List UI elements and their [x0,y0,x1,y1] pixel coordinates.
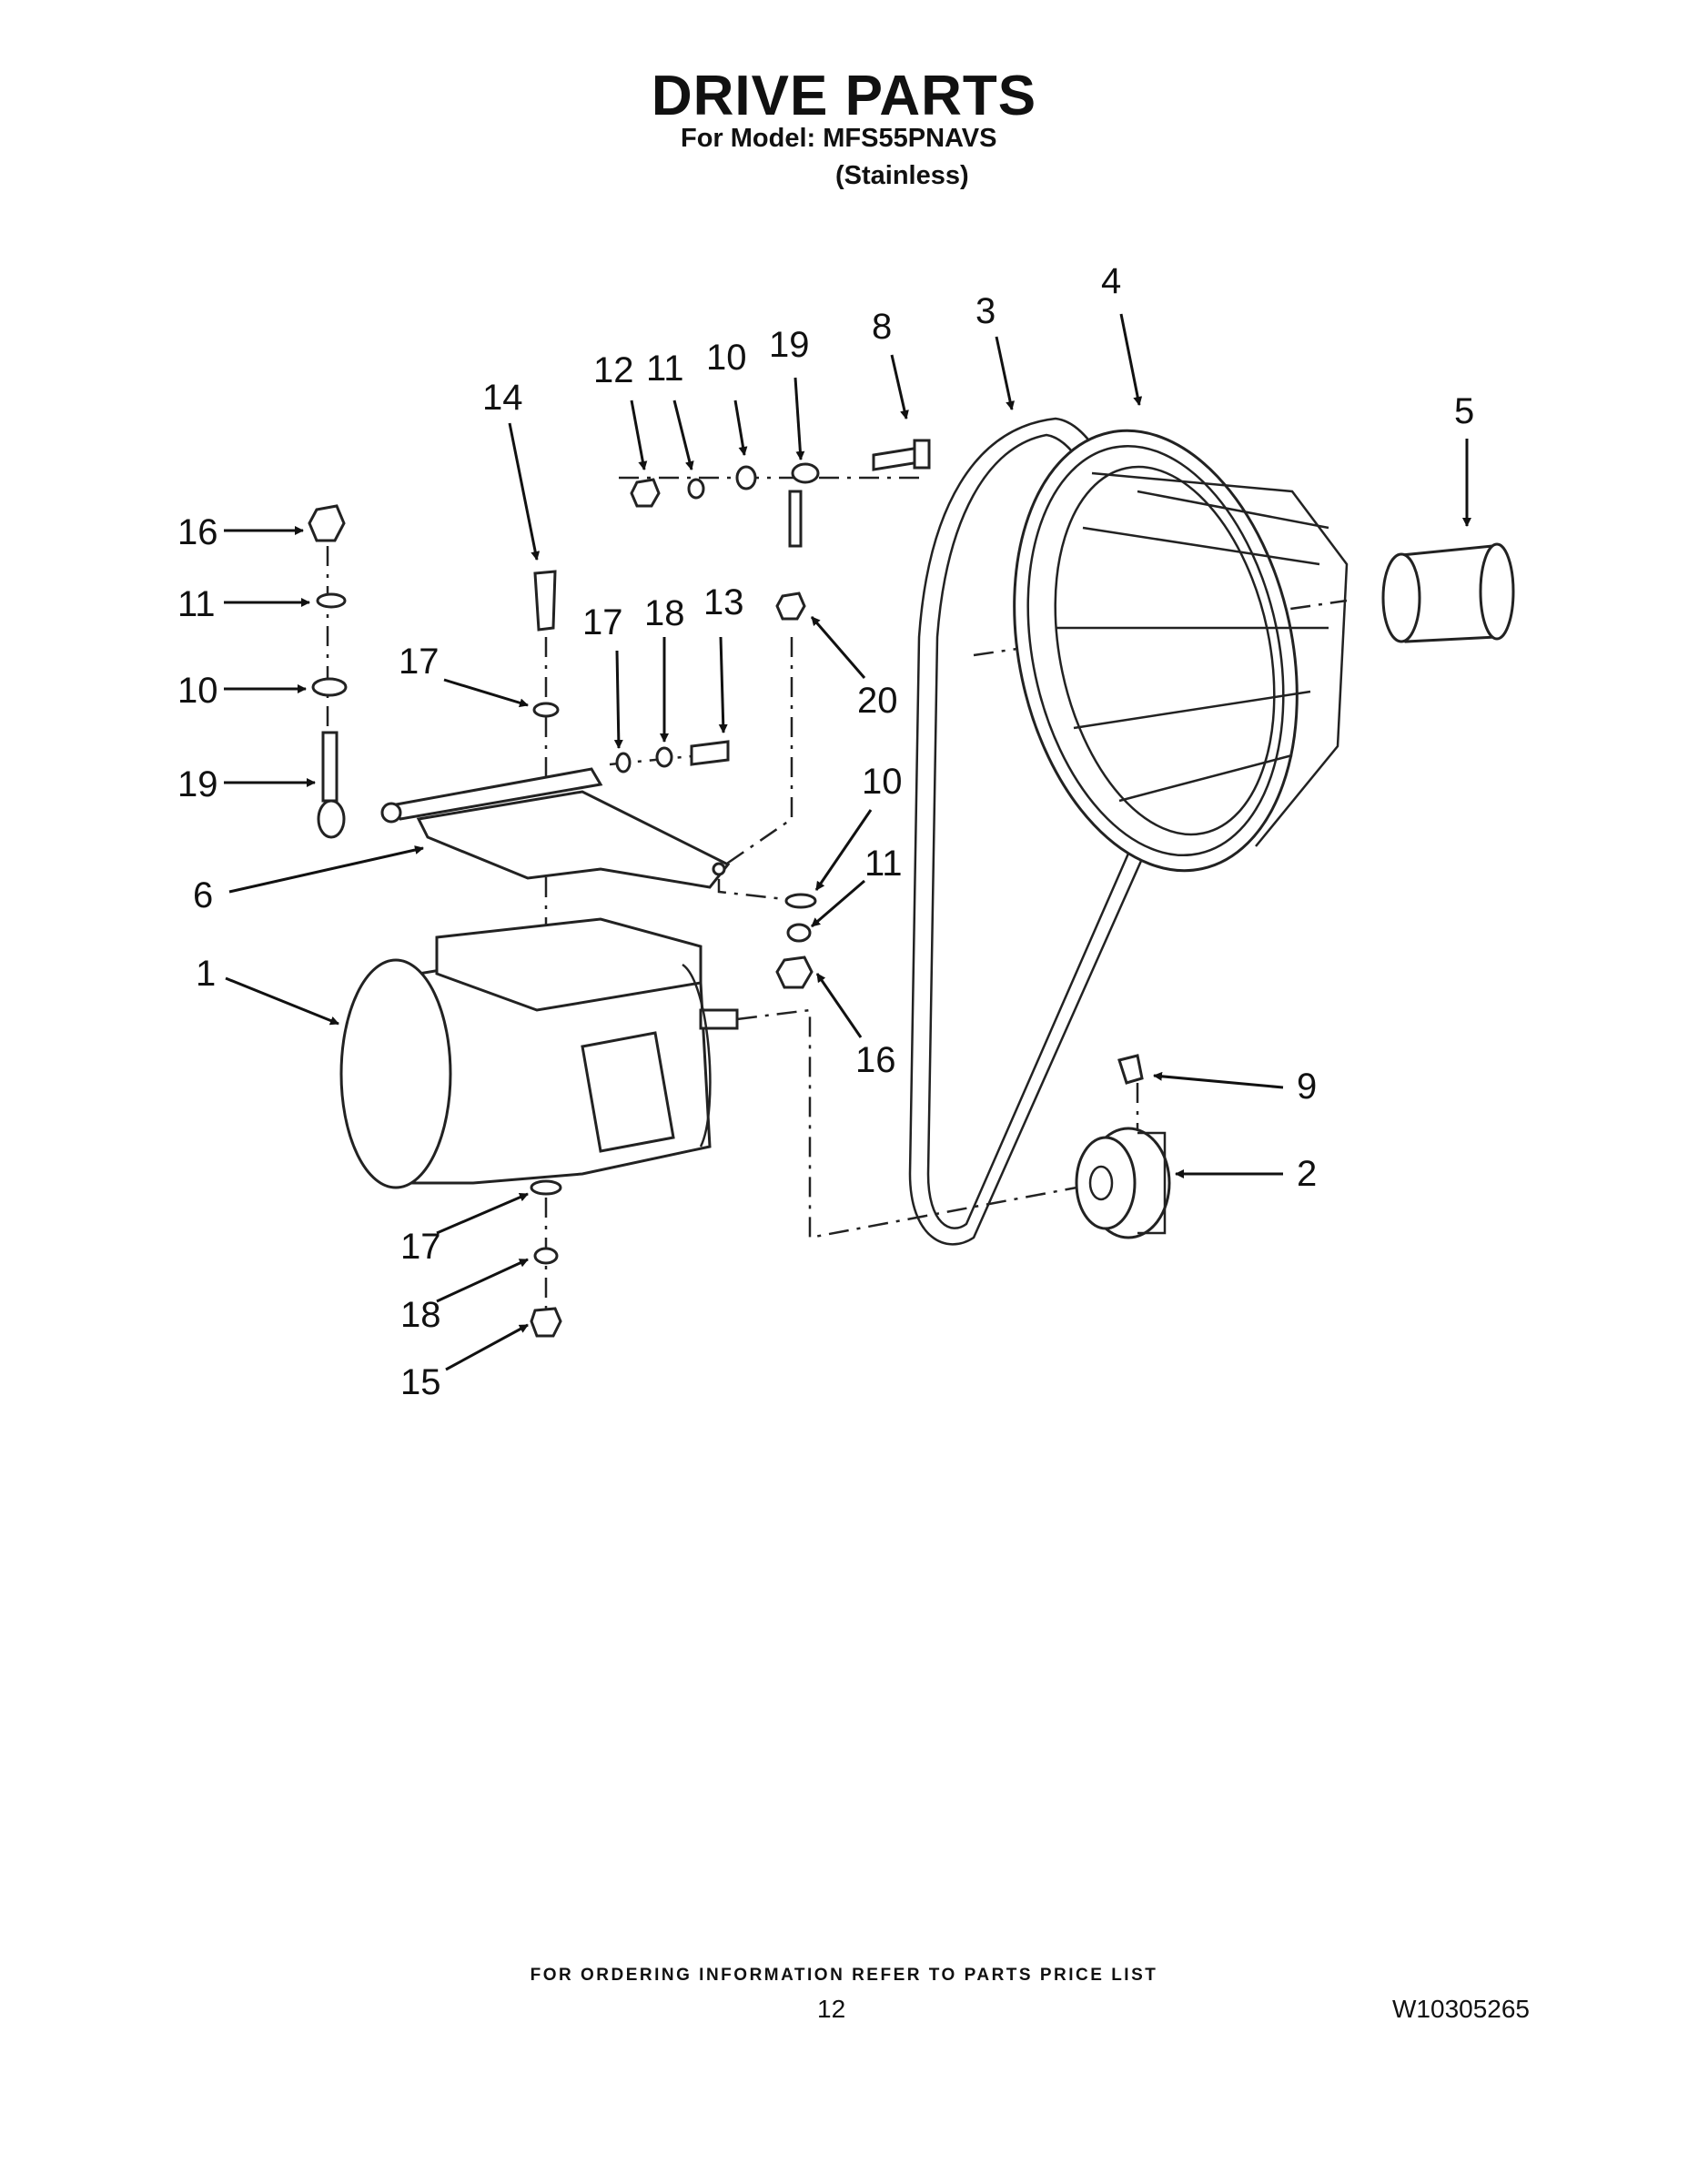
hardware-right-stack [775,893,1144,1085]
variant-line: (Stainless) [835,161,969,190]
callout-12: 12 [593,350,634,390]
callout-16-right: 16 [855,1040,896,1080]
hardware-left-stack [308,504,348,839]
callout-11-left: 11 [177,584,216,624]
callout-13: 13 [703,582,744,622]
callout-11-top: 11 [646,349,684,389]
callout-6: 6 [193,875,213,915]
callout-16-left: 16 [177,512,218,552]
callout-4: 4 [1101,261,1121,301]
callout-leaders [224,313,1471,1371]
callout-19-left: 19 [177,764,218,804]
callout-11-right: 11 [864,844,903,884]
callout-10-right: 10 [862,762,903,802]
callout-17-upper: 17 [399,642,440,682]
part-6-motor-bracket [380,767,731,889]
callout-17-mid: 17 [582,602,623,642]
model-line: For Model: MFS55PNAVS [681,124,997,153]
callout-10-left: 10 [177,671,218,711]
callout-8: 8 [872,307,892,347]
part-4-drum-pulley [1013,429,1349,873]
page-title: DRIVE PARTS [651,65,1037,127]
callout-15: 15 [400,1362,441,1402]
part-2-motor-pulley [1075,1127,1171,1239]
ordering-note: FOR ORDERING INFORMATION REFER TO PARTS … [530,1966,1158,1985]
callout-18-lower: 18 [400,1295,441,1335]
hardware-top-row [630,439,931,621]
callout-5: 5 [1454,391,1474,431]
part-1-motor [339,917,739,1189]
callout-2: 2 [1297,1154,1317,1194]
callout-20: 20 [857,681,898,721]
callout-19-top: 19 [769,325,810,365]
callout-labels: 1 2 3 4 5 6 8 9 10 10 10 11 11 11 12 13 … [177,261,1474,1402]
document-number: W10305265 [1392,1995,1531,2023]
page-number: 12 [817,1995,846,2023]
callout-14: 14 [482,378,523,418]
hardware-center-stack [530,570,730,1338]
callout-9: 9 [1297,1067,1317,1107]
part-5-bushing [1381,542,1515,643]
callout-18-mid: 18 [644,593,685,633]
callout-3: 3 [975,291,996,331]
callout-1: 1 [196,954,216,994]
callout-10-top: 10 [706,338,747,378]
callout-17-lower: 17 [400,1227,441,1267]
